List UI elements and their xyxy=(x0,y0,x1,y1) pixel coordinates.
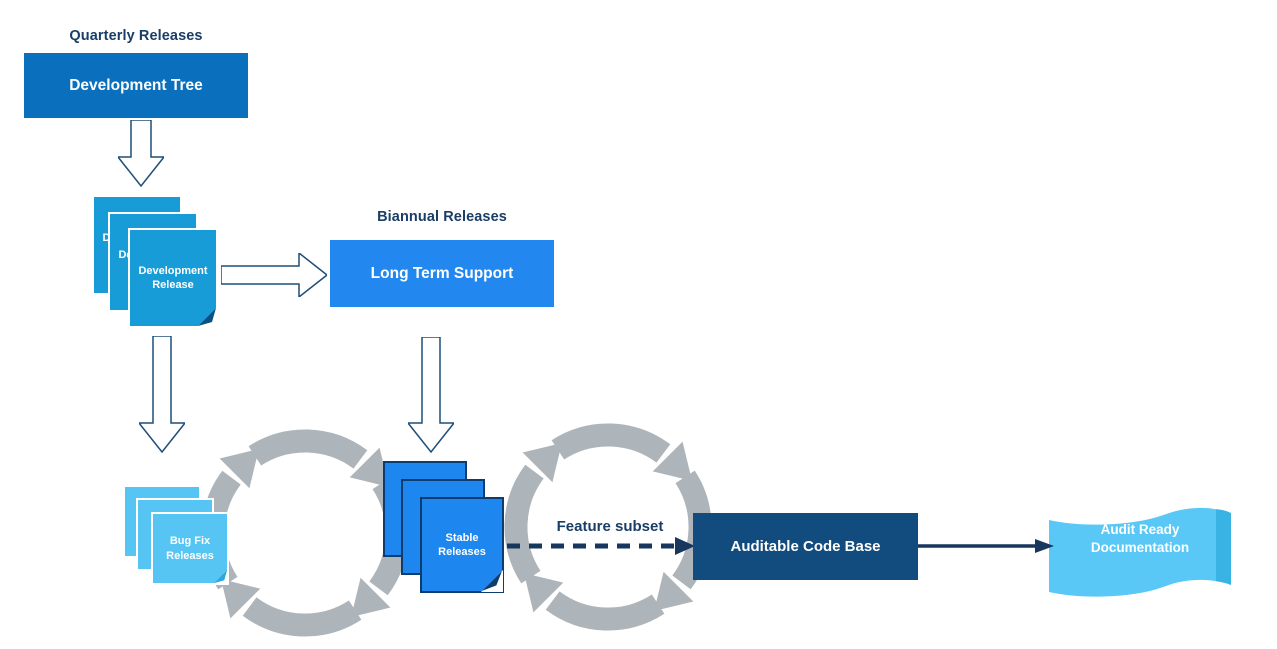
card-label: Stable Releases xyxy=(438,531,486,558)
card-bug-fix-front: Bug Fix Releases xyxy=(151,512,229,585)
folded-corner-icon xyxy=(197,307,217,327)
label-audit-ready-documentation: Audit Ready Documentation xyxy=(1090,522,1190,556)
box-auditable-code-base: Auditable Code Base xyxy=(693,513,918,580)
box-development-tree: Development Tree xyxy=(24,53,248,118)
box-auditable-code-base-label: Auditable Code Base xyxy=(730,538,881,555)
arrow-right-to-long-term-support-icon xyxy=(221,253,327,297)
folded-corner-icon xyxy=(213,569,228,584)
folded-corner-icon xyxy=(481,570,503,592)
card-development-release-front: Development Release xyxy=(128,228,218,328)
label-quarterly-releases: Quarterly Releases xyxy=(69,28,203,44)
card-label: Development Release xyxy=(138,264,208,291)
box-long-term-support: Long Term Support xyxy=(330,240,554,307)
wave-document-shape-icon xyxy=(1049,507,1231,597)
arrow-down-development-tree-icon xyxy=(118,120,164,187)
card-stable-front: Stable Releases xyxy=(420,497,504,593)
dashed-arrow-feature-subset-icon xyxy=(507,537,695,555)
box-development-tree-label: Development Tree xyxy=(69,76,203,94)
box-long-term-support-label: Long Term Support xyxy=(370,264,514,282)
label-biannual-releases: Biannual Releases xyxy=(377,209,507,225)
card-label: Bug Fix Releases xyxy=(166,535,214,562)
arrow-to-documentation-icon xyxy=(915,539,1054,553)
arrow-down-to-stable-icon xyxy=(408,337,454,453)
label-feature-subset: Feature subset xyxy=(556,518,664,535)
arrow-down-to-bug-fix-icon xyxy=(139,336,185,453)
